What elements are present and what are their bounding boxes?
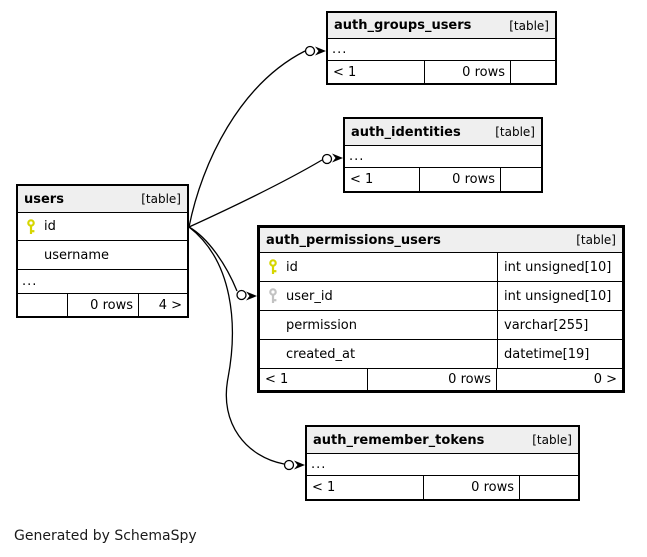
- ellipsis-row: ...: [345, 146, 541, 168]
- foreign-key-icon: [267, 288, 279, 304]
- table-tag: [table]: [576, 233, 616, 247]
- footer-cell-children: 0 >: [593, 372, 617, 387]
- footer-cell-children: [520, 476, 578, 499]
- ellipsis-row: ...: [307, 454, 578, 476]
- table-users: users [table] id username ... 0 rows 4 >: [16, 184, 189, 318]
- table-header[interactable]: users [table]: [18, 186, 187, 213]
- footer-cell-parents: < 1: [328, 61, 425, 83]
- table-tag: [table]: [141, 192, 181, 206]
- table-footer: < 1 0 rows 0 >: [260, 369, 622, 390]
- column-row: username: [18, 241, 187, 270]
- table-header[interactable]: auth_identities [table]: [345, 119, 541, 146]
- generator-watermark: Generated by SchemaSpy: [14, 528, 197, 544]
- no-key-spacer: [267, 317, 279, 333]
- ellipsis-text: ...: [22, 274, 38, 289]
- column-name: id: [44, 219, 56, 234]
- column-name-cell: permission: [260, 311, 497, 339]
- column-name: id: [286, 259, 298, 275]
- table-name[interactable]: auth_remember_tokens: [313, 432, 485, 448]
- table-name[interactable]: auth_permissions_users: [266, 232, 441, 248]
- table-auth-identities: auth_identities [table] ... < 1 0 rows: [343, 117, 543, 193]
- column-name: permission: [286, 317, 357, 333]
- column-row: created_at datetime[19]: [260, 340, 622, 369]
- column-row: permission varchar[255]: [260, 311, 622, 340]
- column-row: user_id int unsigned[10]: [260, 282, 622, 311]
- edge-arrowhead: [294, 460, 305, 470]
- ellipsis-text: ...: [332, 42, 348, 57]
- footer-cell-parents: < 1: [307, 476, 424, 499]
- footer-cell-parents: < 1: [260, 369, 368, 390]
- column-type: int unsigned[10]: [497, 253, 622, 281]
- ellipsis-row: ...: [328, 39, 555, 61]
- column-name-cell: created_at: [260, 340, 497, 368]
- footer-cell-rows: 0 rows: [420, 168, 501, 191]
- no-key-spacer: [267, 346, 279, 362]
- column-name-cell: user_id: [260, 282, 497, 310]
- footer-cell-rows: 0 rows: [368, 369, 497, 390]
- ellipsis-row: ...: [18, 270, 187, 294]
- edge-circle-marker: [321, 153, 333, 165]
- column-name: username: [44, 247, 109, 263]
- table-header[interactable]: auth_permissions_users [table]: [260, 228, 622, 253]
- edge-users-auth-groups-users: [188, 50, 306, 228]
- column-name: user_id: [286, 288, 333, 304]
- edge-circle-marker: [236, 289, 247, 301]
- column-name-cell: id: [18, 213, 187, 240]
- footer-cell-rows: 0 rows: [425, 61, 511, 83]
- ellipsis-text: ...: [311, 457, 327, 472]
- footer-cell-children: 4 >: [158, 297, 182, 313]
- edge-arrowhead: [332, 153, 343, 163]
- ellipsis-text: ...: [349, 149, 365, 164]
- column-row: id int unsigned[10]: [260, 253, 622, 282]
- edge-arrowhead: [246, 291, 257, 301]
- edge-users-auth-identities: [188, 159, 323, 228]
- table-footer: 0 rows 4 >: [18, 294, 187, 316]
- table-tag: [table]: [509, 18, 549, 33]
- edge-arrowhead: [315, 46, 326, 56]
- footer-cell-rows: 0 rows: [68, 294, 139, 316]
- table-footer: < 1 0 rows: [345, 168, 541, 191]
- column-type: datetime[19]: [497, 340, 622, 368]
- column-name: created_at: [286, 346, 356, 362]
- footer-cell-parents: [18, 294, 68, 316]
- column-name-cell: id: [260, 253, 497, 281]
- column-type: int unsigned[10]: [497, 282, 622, 310]
- no-key-spacer: [25, 247, 37, 263]
- column-row: id: [18, 213, 187, 241]
- column-name-cell: username: [18, 241, 187, 269]
- primary-key-icon: [267, 259, 279, 275]
- footer-cell-children: [511, 61, 555, 83]
- edge-circle-marker: [283, 459, 295, 471]
- edge-circle-marker: [304, 45, 316, 57]
- footer-cell-parents: < 1: [345, 168, 420, 191]
- footer-cell-children: [501, 168, 541, 191]
- table-footer: < 1 0 rows: [307, 476, 578, 499]
- table-auth-remember-tokens: auth_remember_tokens [table] ... < 1 0 r…: [305, 425, 580, 501]
- edge-users-auth-permissions-users: [188, 226, 238, 292]
- table-footer: < 1 0 rows: [328, 61, 555, 83]
- primary-key-icon: [25, 218, 37, 235]
- table-name[interactable]: auth_groups_users: [334, 18, 472, 33]
- table-name[interactable]: users: [24, 191, 64, 207]
- table-header[interactable]: auth_groups_users [table]: [328, 13, 555, 39]
- table-name[interactable]: auth_identities: [351, 124, 461, 140]
- table-tag: [table]: [532, 433, 572, 447]
- table-auth-groups-users: auth_groups_users [table] ... < 1 0 rows: [326, 11, 557, 85]
- table-auth-permissions-users: auth_permissions_users [table] id int un…: [257, 225, 625, 393]
- footer-cell-rows: 0 rows: [424, 476, 520, 499]
- table-tag: [table]: [495, 125, 535, 139]
- table-header[interactable]: auth_remember_tokens [table]: [307, 427, 578, 454]
- column-type: varchar[255]: [497, 311, 622, 339]
